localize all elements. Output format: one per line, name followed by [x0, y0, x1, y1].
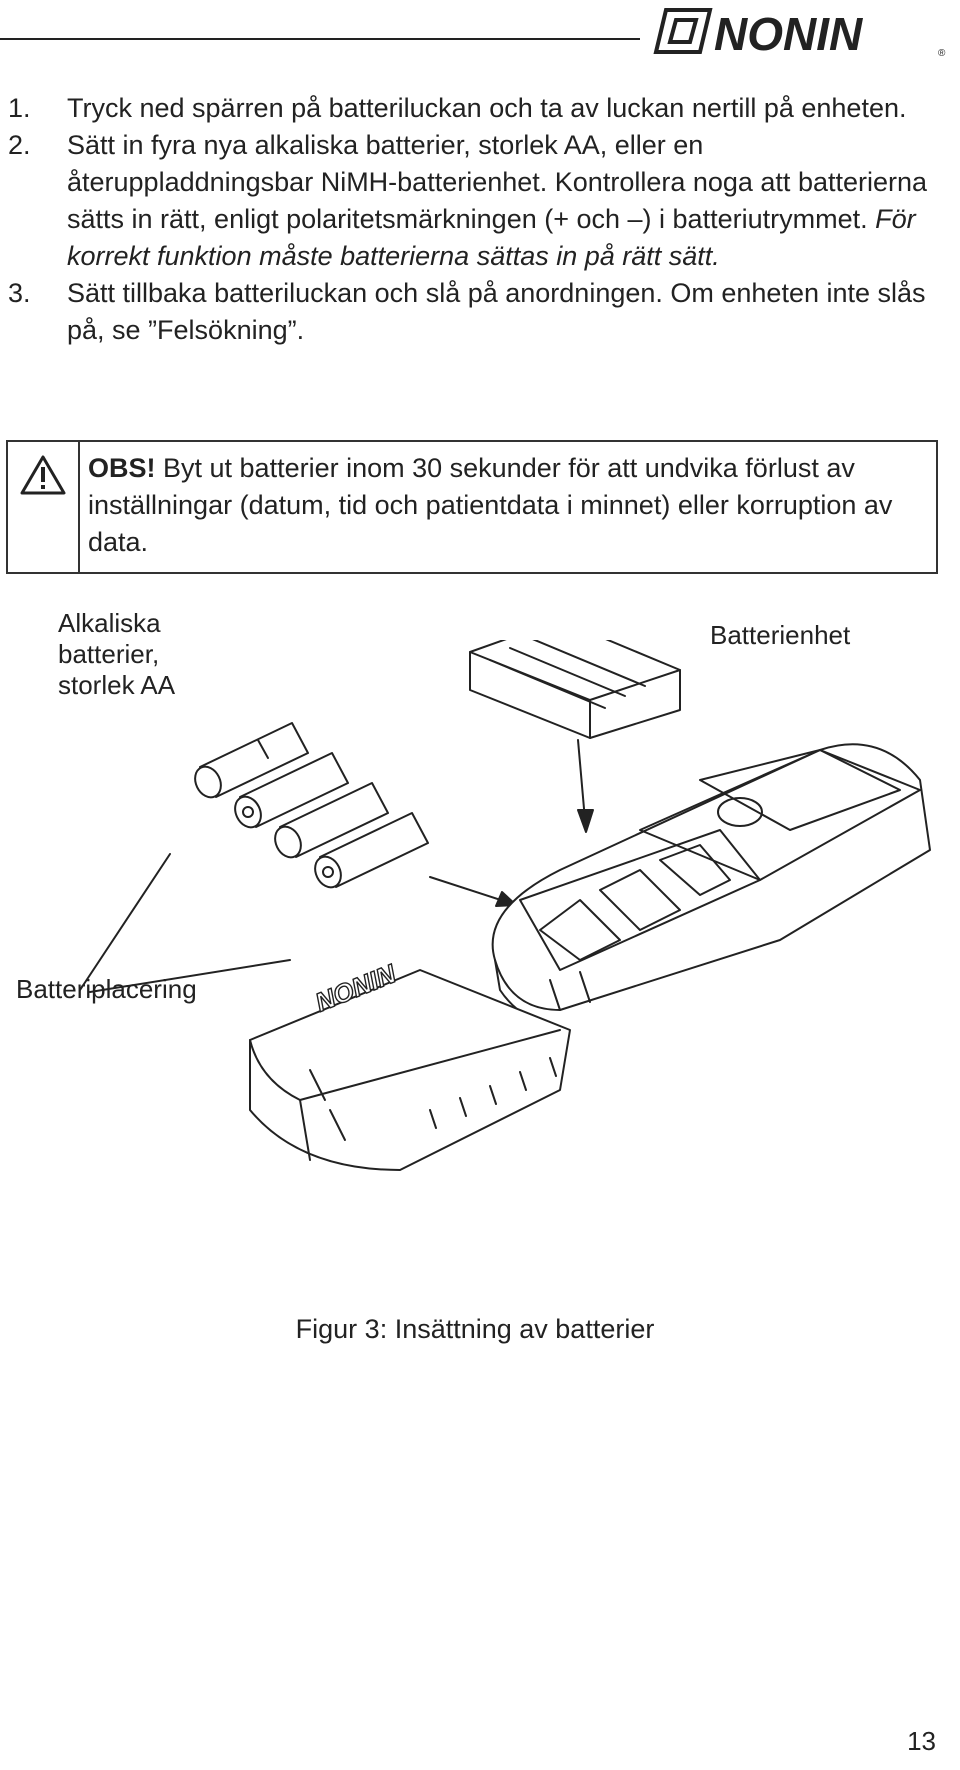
step-number: 2. [8, 130, 31, 160]
oximeter-device [491, 743, 931, 1031]
logo-wordmark: NONIN [714, 8, 863, 58]
battery-cover [249, 969, 571, 1171]
arrow-down [577, 739, 586, 821]
step-text: Tryck ned spärren på batteriluckan och t… [67, 93, 907, 123]
label-battery-placement: Batteriplacering [16, 974, 197, 1004]
page-number: 13 [907, 1726, 936, 1756]
instruction-list: 1. Tryck ned spärren på batteriluckan oc… [0, 90, 950, 349]
header-rule [0, 38, 640, 40]
warning-box: OBS! Byt ut batterier inom 30 sekunder f… [6, 440, 938, 574]
aa-battery [194, 722, 309, 799]
warning-body: Byt ut batterier inom 30 sekunder för at… [88, 453, 893, 557]
label-battery-pack: Batterienhet [710, 620, 851, 650]
step-1: 1. Tryck ned spärren på batteriluckan oc… [0, 90, 950, 127]
leader-line [79, 853, 171, 991]
nonin-logo: NONIN ® [653, 8, 946, 58]
battery-pack [469, 609, 681, 739]
aa-battery [274, 782, 389, 859]
step-2: 2. Sätt in fyra nya alkaliska batterier,… [0, 127, 950, 275]
arrow-to-compartment [429, 876, 511, 904]
step-text: Sätt tillbaka batteriluckan och slå på a… [67, 278, 926, 345]
warning-icon-cell [8, 442, 80, 572]
aa-battery [314, 812, 429, 889]
battery-figure: NONIN Alkaliska batterier, storlek AA Ba… [0, 608, 960, 1360]
label-alkaline-batteries: Alkaliska batterier, storlek AA [58, 608, 176, 700]
warning-label: OBS! [88, 453, 156, 483]
warning-triangle-icon [20, 455, 66, 495]
step-number: 1. [8, 93, 31, 123]
step-emphasis: För korrekt funktion måste batterierna s… [67, 204, 916, 271]
step-3: 3. Sätt tillbaka batteriluckan och slå p… [0, 275, 950, 349]
aa-battery [234, 752, 349, 829]
battery-illustration: NONIN [79, 609, 931, 1171]
step-text: Sätt in fyra nya alkaliska batterier, st… [67, 130, 928, 234]
leader-line [89, 959, 291, 993]
figure-caption: Figur 3: Insättning av batterier [295, 1314, 655, 1344]
warning-text: OBS! Byt ut batterier inom 30 sekunder f… [88, 450, 928, 561]
step-number: 3. [8, 278, 31, 308]
registered-mark: ® [938, 48, 946, 58]
